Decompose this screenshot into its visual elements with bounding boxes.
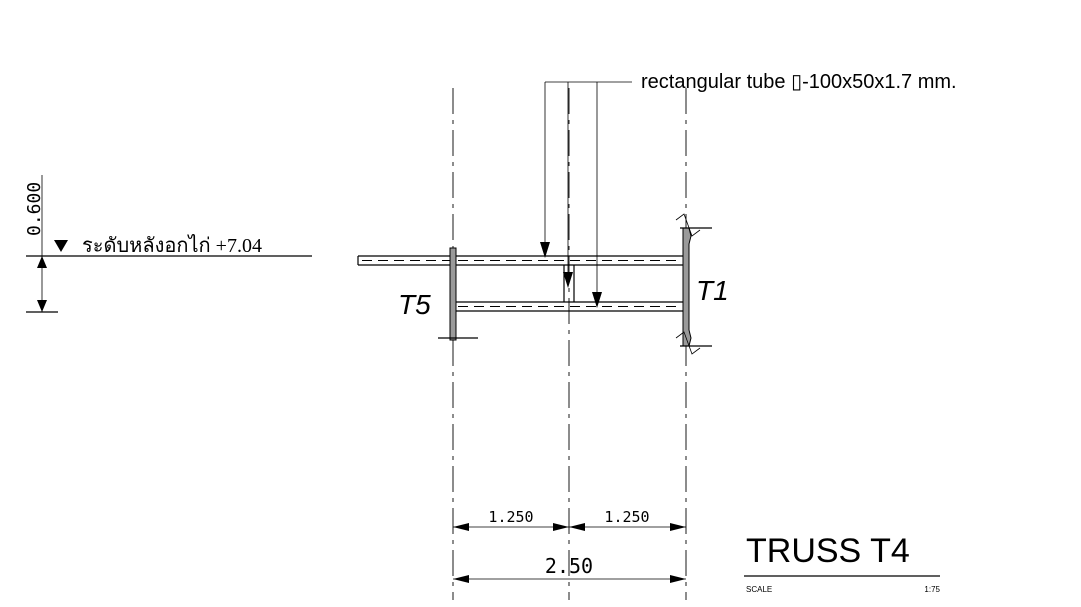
scale-value: 1:75	[924, 585, 940, 594]
tag-t5: T5	[398, 289, 431, 320]
callout-leaders	[540, 81, 632, 308]
title-block: TRUSS T4 SCALE 1:75	[744, 532, 941, 594]
tag-t1: T1	[696, 275, 729, 306]
level-marker	[26, 175, 312, 313]
dimension-total-label: 2.50	[545, 554, 593, 578]
callout-label: rectangular tube ▯-100x50x1.7 mm.	[641, 71, 957, 93]
dimension-left-segment: 1.250	[488, 508, 533, 526]
scale-label: SCALE	[746, 585, 772, 594]
end-plate-left	[438, 247, 478, 341]
dimension-segments	[453, 523, 686, 531]
dimension-right-segment: 1.250	[604, 508, 649, 526]
level-height-label: 0.600	[24, 182, 45, 236]
web-member	[563, 265, 575, 302]
dimension-total	[453, 575, 686, 583]
drawing-title: TRUSS T4	[746, 532, 910, 570]
bottom-chord	[453, 301, 686, 312]
level-label: ระดับหลังอกไก่ +7.04	[82, 234, 262, 257]
level-triangle-icon	[54, 240, 68, 252]
top-chord	[357, 255, 686, 266]
end-plate-right	[675, 213, 712, 355]
